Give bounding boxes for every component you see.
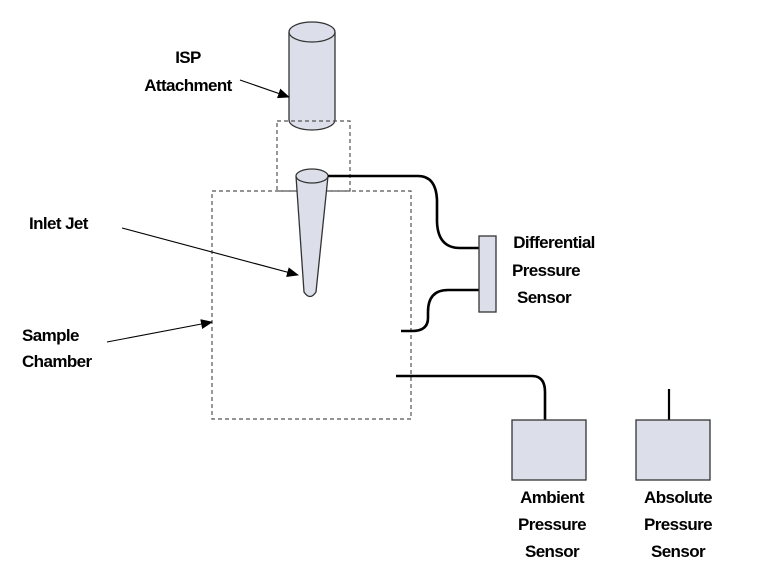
isp-attachment-cylinder xyxy=(288,21,336,131)
inlet-jet-tube xyxy=(295,168,329,298)
absolute-pressure-sensor-box xyxy=(635,419,711,481)
absolute-pressure-sensor-label-line-2: Pressure xyxy=(644,515,712,534)
sample-chamber-arrow xyxy=(106,319,213,343)
differential-pressure-sensor-box xyxy=(478,235,497,313)
isp-coupling-outline xyxy=(276,120,351,192)
ambient-pressure-sensor-box xyxy=(511,419,587,481)
ambient-pressure-sensor-label-line-3: Sensor xyxy=(525,542,580,561)
absolute-pressure-sensor-label: Absolute Pressure Sensor xyxy=(644,488,713,561)
sample-chamber-label: Sample Chamber xyxy=(22,326,93,371)
inlet-jet-arrow xyxy=(121,227,299,277)
ambient-pressure-sensor-label-line-2: Pressure xyxy=(518,515,586,534)
sample-chamber-label-line-1: Sample xyxy=(22,326,79,345)
ambient-pressure-sensor-label-line-1: Ambient xyxy=(520,488,585,507)
inlet-jet-label: Inlet Jet xyxy=(29,214,89,233)
sample-chamber-label-line-2: Chamber xyxy=(22,352,92,371)
isp-attachment-arrow xyxy=(239,79,290,99)
differential-pressure-sensor-label-line-2: Pressure xyxy=(512,261,580,280)
upper-pressure-line xyxy=(328,174,479,250)
differential-pressure-sensor-label-line-1: Differential xyxy=(513,233,595,252)
lower-pressure-line xyxy=(401,288,479,333)
absolute-pressure-sensor-label-line-1: Absolute xyxy=(644,488,712,507)
isp-attachment-label-line-1: ISP xyxy=(175,48,201,67)
ambient-pressure-sensor-label: Ambient Pressure Sensor xyxy=(518,488,587,561)
differential-pressure-sensor-label-line-3: Sensor xyxy=(517,288,572,307)
differential-pressure-sensor-label: Differential Pressure Sensor xyxy=(512,233,595,307)
ambient-pressure-line xyxy=(396,374,547,420)
isp-attachment-label-line-2: Attachment xyxy=(144,76,232,95)
absolute-pressure-sensor-label-line-3: Sensor xyxy=(651,542,706,561)
isp-attachment-label: ISP Attachment xyxy=(144,48,233,95)
